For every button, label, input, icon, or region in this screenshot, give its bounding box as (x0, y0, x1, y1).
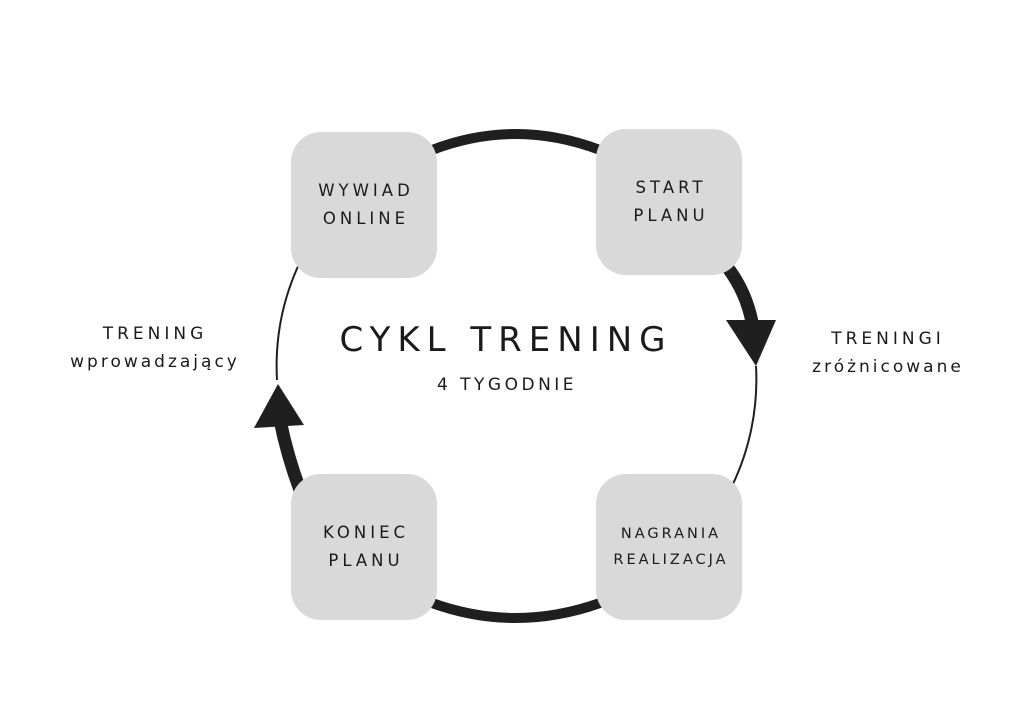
clockwise-arrow-icon (254, 384, 304, 428)
step-label-line1: NAGRANIA (620, 526, 722, 542)
step-box-start-planu: START PLANU (596, 129, 742, 275)
step-label-line2: REALIZACJA (613, 552, 729, 568)
step-label-line2: PLANU (633, 206, 709, 225)
step-label-line1: KONIEC (322, 523, 410, 542)
step-box-nagrania-realizacja: NAGRANIA REALIZACJA (596, 474, 742, 620)
step-label-line2: PLANU (328, 551, 404, 570)
ring-arc-right-thin (731, 365, 758, 487)
center-subtitle: 4 TYGODNIE (436, 375, 578, 395)
step-label-line2: ONLINE (322, 209, 410, 228)
step-box-wywiad-online: WYWIAD ONLINE (291, 132, 437, 278)
side-label-line2: zróżnicowane (812, 357, 964, 377)
step-box-koniec-planu: KONIEC PLANU (291, 474, 437, 620)
ring-arc-right-thick (722, 264, 759, 324)
ring-arc-top (430, 129, 602, 155)
center-title: CYKL TRENING (339, 320, 673, 360)
step-label-line1: WYWIAD (318, 181, 414, 200)
step-label-line1: START (635, 178, 707, 197)
side-label-line1: TRENING (102, 324, 208, 344)
side-label-trening-wprowadzajacy: TRENING wprowadzający (40, 320, 270, 376)
ring-arc-bottom (430, 598, 602, 623)
ring-arc-left-thin (275, 261, 301, 381)
side-label-line2: wprowadzający (70, 352, 240, 372)
side-label-line1: TRENINGI (831, 329, 945, 349)
side-label-treningi-zroznicowane: TRENINGI zróżnicowane (782, 325, 994, 381)
ring-arc-left-thick (273, 418, 307, 493)
clockwise-arrow-icon (726, 320, 776, 366)
